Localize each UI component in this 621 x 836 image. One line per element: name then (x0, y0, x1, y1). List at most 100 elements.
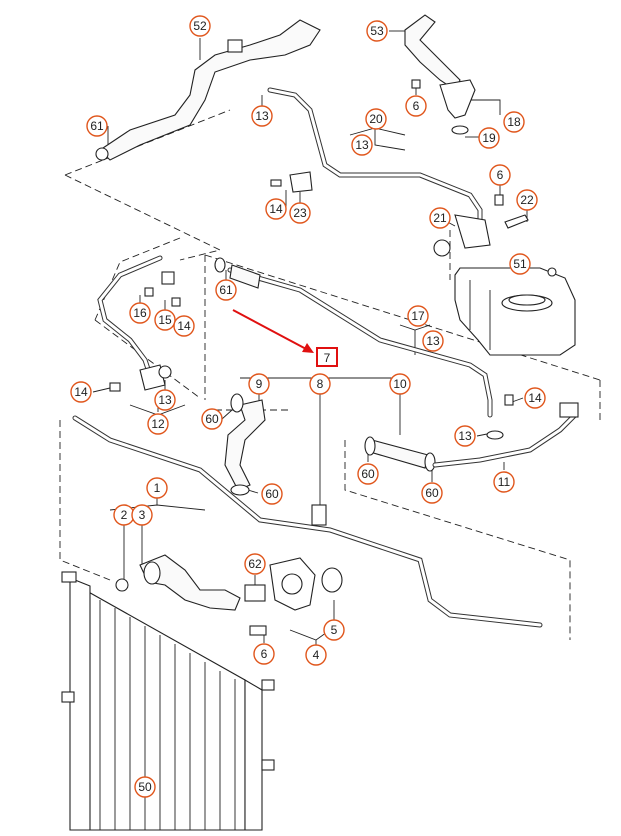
callout-6a: 6 (405, 95, 427, 117)
callout-3: 3 (131, 504, 153, 526)
callout-circle (289, 202, 311, 224)
callout-5: 5 (323, 619, 345, 641)
callout-10: 10 (389, 373, 411, 395)
callout-label: 6 (497, 168, 504, 182)
callout-14c: 14 (70, 381, 92, 403)
fasteners (109, 79, 529, 440)
coolant-pipe-12 (97, 255, 175, 391)
callout-label: 53 (370, 24, 384, 38)
callout-circle (86, 115, 108, 137)
callout-12: 12 (147, 413, 169, 435)
callout-label: 19 (482, 131, 496, 145)
coolant-pipe-7 (227, 264, 493, 418)
callout-label: 18 (507, 115, 521, 129)
callout-circle (147, 413, 169, 435)
callout-label: 60 (265, 487, 279, 501)
callout-label: 10 (393, 377, 407, 391)
callout-circle (248, 373, 270, 395)
callout-label: 1 (154, 481, 161, 495)
callout-circle (422, 330, 444, 352)
callout-label: 14 (74, 385, 88, 399)
callout-15: 15 (154, 309, 176, 331)
callout-label: 5 (331, 623, 338, 637)
callout-label: 21 (433, 211, 447, 225)
callout-label: 60 (361, 467, 375, 481)
callout-19: 19 (478, 127, 500, 149)
callout-label: 12 (151, 417, 165, 431)
callout-circle (366, 20, 388, 42)
callout-21: 21 (429, 207, 451, 229)
callout-6b: 6 (489, 164, 511, 186)
callout-circle (357, 463, 379, 485)
callout-22: 22 (516, 189, 538, 211)
callout-20: 20 (365, 108, 387, 130)
callout-label: 62 (248, 557, 262, 571)
highlight-part-7: 7 (232, 309, 338, 367)
callout-circle (421, 482, 443, 504)
callout-51: 51 (509, 253, 531, 275)
callout-13e: 13 (454, 425, 476, 447)
callout-9: 9 (248, 373, 270, 395)
callout-60b: 60 (261, 483, 283, 505)
callout-circle (305, 644, 327, 666)
callout-label: 13 (426, 334, 440, 348)
highlight-arrowhead (302, 343, 314, 353)
callout-label: 8 (317, 377, 324, 391)
callout-circle (489, 164, 511, 186)
callout-circle (493, 471, 515, 493)
callout-8: 8 (309, 373, 331, 395)
callout-circle (154, 309, 176, 331)
callout-1: 1 (146, 477, 168, 499)
callout-circle (309, 373, 331, 395)
callout-62: 62 (244, 553, 266, 575)
thermostat-housing-4 (244, 557, 343, 636)
callout-circle (70, 381, 92, 403)
callout-label: 16 (133, 306, 147, 320)
callout-label: 2 (121, 508, 128, 522)
highlight-box (316, 347, 338, 367)
callout-6c: 6 (253, 643, 275, 665)
callout-circle (134, 776, 156, 798)
callout-label: 17 (411, 309, 425, 323)
callout-23: 23 (289, 202, 311, 224)
callout-circle (503, 111, 525, 133)
callout-label: 6 (413, 99, 420, 113)
callout-circle (251, 105, 273, 127)
callout-13b: 13 (351, 134, 373, 156)
callout-circle (131, 504, 153, 526)
coolant-hose-10 (364, 436, 436, 472)
callout-label: 50 (138, 780, 152, 794)
callout-label: 14 (528, 391, 542, 405)
callout-13c: 13 (422, 330, 444, 352)
callout-13d: 13 (154, 389, 176, 411)
callout-circle (407, 305, 429, 327)
callout-label: 52 (193, 19, 207, 33)
callout-14b: 14 (173, 315, 195, 337)
coolant-pipe-11 (432, 402, 579, 468)
callout-circle (405, 95, 427, 117)
callout-label: 20 (369, 112, 383, 126)
coolant-pipe-20 (267, 87, 491, 257)
highlight-label: 7 (324, 351, 331, 365)
callout-circle (201, 408, 223, 430)
callout-circle (253, 643, 275, 665)
callout-4: 4 (305, 644, 327, 666)
callout-circle (265, 198, 287, 220)
radiator (61, 571, 275, 831)
callout-label: 13 (458, 429, 472, 443)
callout-label: 3 (139, 508, 146, 522)
callout-circle (261, 483, 283, 505)
callout-label: 61 (90, 119, 104, 133)
coolant-hose-9 (224, 393, 266, 496)
callout-label: 4 (313, 648, 320, 662)
callout-label: 13 (355, 138, 369, 152)
callout-label: 61 (219, 283, 233, 297)
callout-circle (189, 15, 211, 37)
callout-label: 11 (498, 475, 511, 489)
callout-label: 9 (256, 377, 263, 391)
callout-circle (129, 302, 151, 324)
callout-label: 51 (513, 257, 527, 271)
callout-label: 13 (255, 109, 269, 123)
callout-14d: 14 (524, 387, 546, 409)
callout-circle (429, 207, 451, 229)
